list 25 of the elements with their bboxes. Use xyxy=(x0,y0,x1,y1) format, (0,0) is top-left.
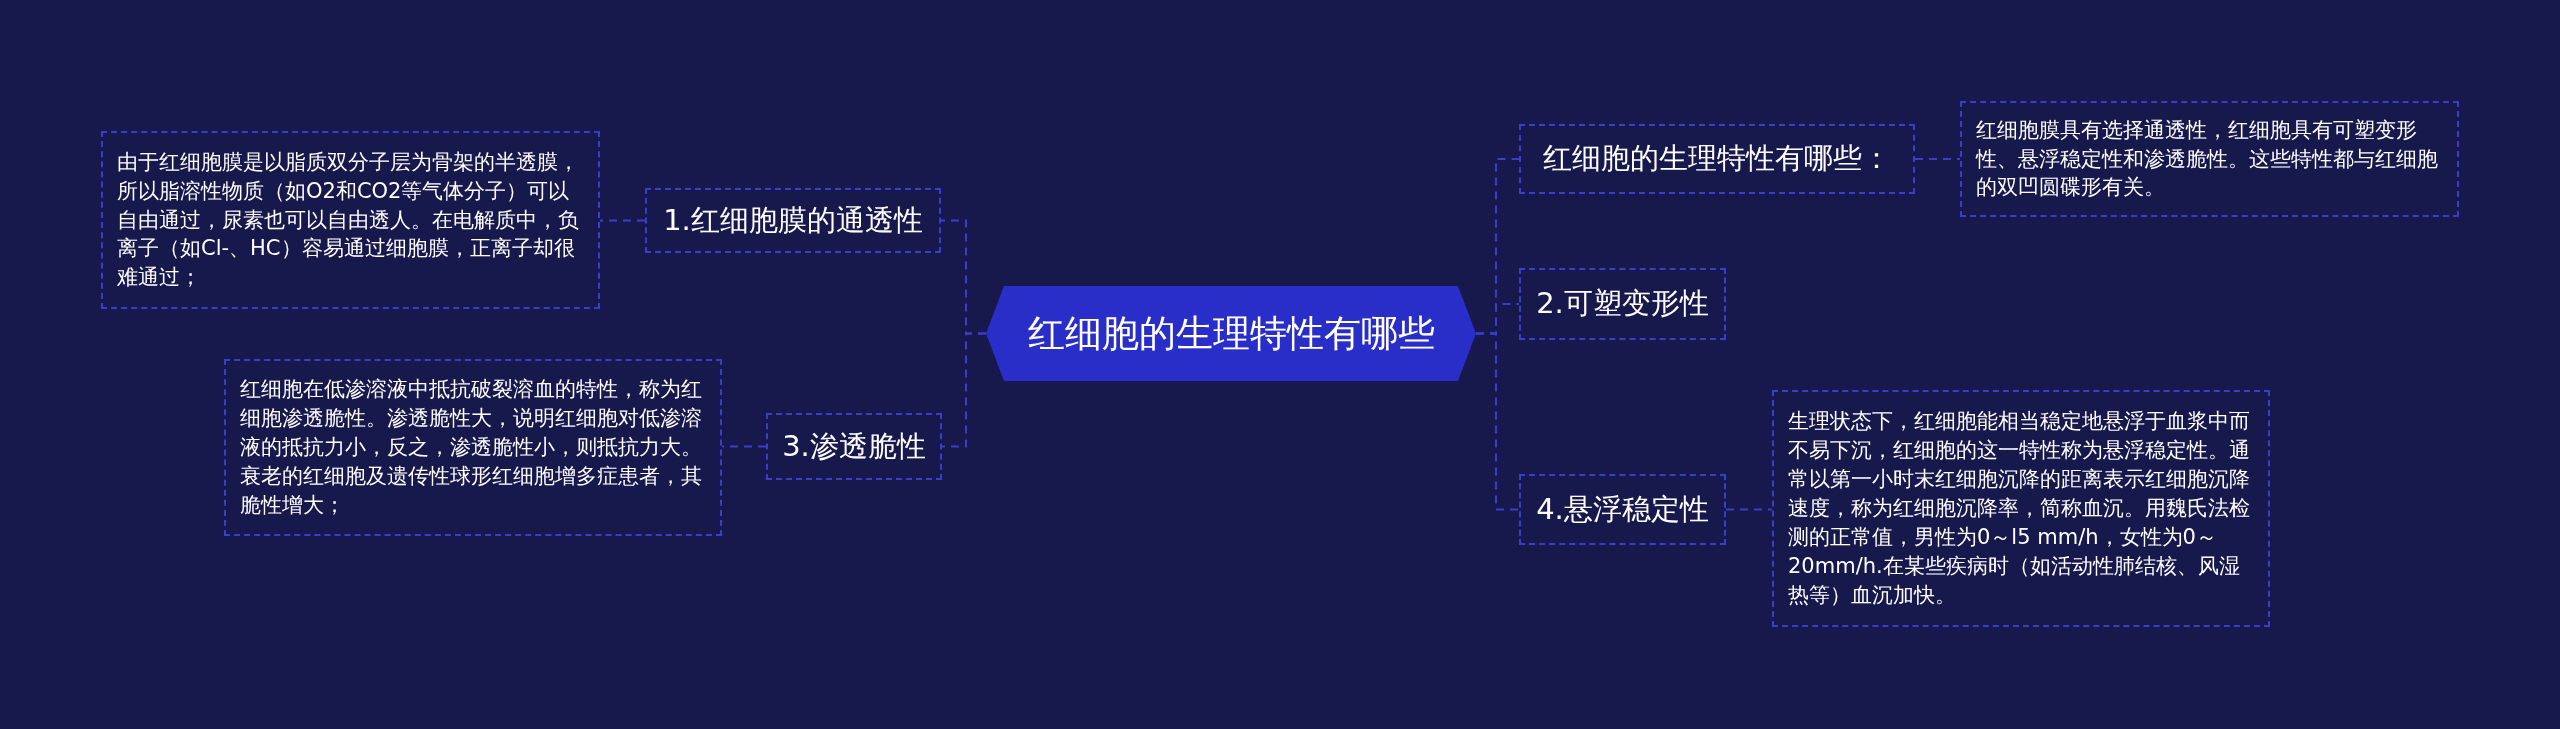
connector-line xyxy=(1475,332,1520,511)
topic-label: 3.渗透脆性 xyxy=(782,427,926,465)
connector-line xyxy=(599,219,646,222)
connector-line xyxy=(1914,158,1961,160)
connector-line xyxy=(1725,508,1773,511)
note-box xyxy=(1772,390,2270,627)
topic-label: 红细胞的生理特性有哪些： xyxy=(1543,140,1891,177)
note-box xyxy=(224,359,722,536)
topic-box xyxy=(1519,474,1726,545)
topic-label: 2.可塑变形性 xyxy=(1536,285,1709,322)
topic-box xyxy=(766,413,942,480)
note-box xyxy=(1960,101,2459,217)
topic-box xyxy=(1519,268,1726,340)
central-topic: 红细胞的生理特性有哪些 xyxy=(1027,310,1435,357)
note-text: 生理状态下，红细胞能相当稳定地悬浮于血浆中而不易下沉，红细胞的这一特性称为悬浮稳定性。通常以第一小时末红细胞沉降的距离表示红细胞沉降速度，称为红细胞沉降率，简称血沉。用魏氏法检测的正常值，男性为0～l5 mm/h，女性为0～20mm/h.在某些疾病时（如活动性肺结核、风湿热等）血沉加快。 xyxy=(1788,408,2251,609)
note-text: 由于红细胞膜是以脂质双分子层为骨架的半透膜，所以脂溶性物质（如O2和CO2等气体分子）可以自由通过，尿素也可以自由透人。在电解质中，负离子（如Cl-、HC）容易通过细胞膜，正离子却很难通过； xyxy=(117,148,580,292)
topic-label: 4.悬浮稳定性 xyxy=(1536,490,1709,528)
topic-label: 1.红细胞膜的通透性 xyxy=(663,201,923,239)
topic-box xyxy=(1519,124,1915,194)
topic-box xyxy=(645,188,941,253)
connector-line xyxy=(721,445,767,448)
connector-line xyxy=(941,332,987,448)
note-text: 红细胞膜具有选择通透性，红细胞具有可塑变形性、悬浮稳定性和渗透脆性。这些特性都与红细胞的双凹圆碟形有关。 xyxy=(1976,116,2439,202)
note-box xyxy=(101,131,600,309)
note-text: 红细胞在低渗溶液中抵抗破裂溶血的特性，称为红细胞渗透脆性。渗透脆性大，说明红细胞对低渗溶液的抵抗力小，反之，渗透脆性小，则抵抗力大。衰老的红细胞及遗传性球形红细胞增多症患者，其脆性增大； xyxy=(240,376,703,519)
